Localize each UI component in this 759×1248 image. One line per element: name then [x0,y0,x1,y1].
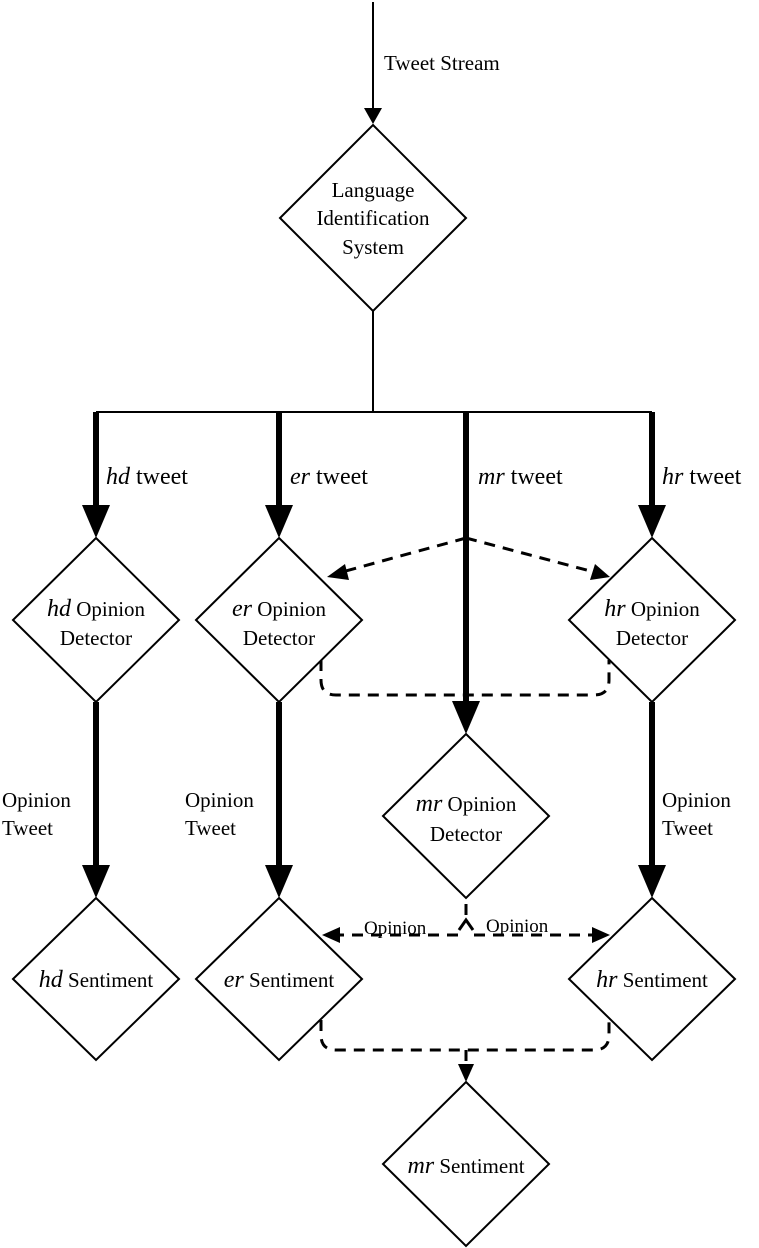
hr-sentiment-label: hr Sentiment [596,967,708,993]
hd-detector-line-1: hd Opinion [47,596,146,622]
hr-opinion-tweet-arrow [638,702,666,898]
hd-detector-line-2: Detector [60,626,132,650]
branch-label-mr: mr tweet [478,464,563,490]
dashed-mr-opinion-to-sentiment [322,904,610,943]
hd-sentiment-diamond [11,896,181,1062]
hd-opinion-tweet-label-2: Tweet [2,816,53,840]
er-sentiment-diamond [194,896,364,1062]
hd-opinion-tweet-arrow [82,702,110,898]
language-id-line-1: Language [332,178,415,202]
split-connector [96,311,652,413]
tweet-stream-arrow [364,2,382,124]
er-opinion-tweet-label-1: Opinion [185,788,254,812]
mr-detector-line-2: Detector [430,822,502,846]
dashed-detectors-to-mr [319,660,611,697]
branch-arrow-hd [82,412,110,538]
mr-sentiment-label: mr Sentiment [407,1153,524,1179]
branch-label-hd: hd tweet [106,464,188,490]
er-detector-line-2: Detector [243,626,315,650]
branch-arrow-hr [638,412,666,538]
dashed-sentiments-to-mr [319,1020,611,1082]
dashed-mr-to-hr-detector [465,536,610,580]
hr-detector-line-2: Detector [616,626,688,650]
dashed-mr-to-er-detector [327,536,467,580]
branch-label-hr: hr tweet [662,464,742,490]
language-id-line-2: Identification [316,206,430,230]
hr-detector-line-1: hr Opinion [604,596,700,622]
er-detector-line-1: er Opinion [232,596,327,622]
hr-opinion-tweet-label-2: Tweet [662,816,713,840]
hr-opinion-tweet-label-1: Opinion [662,788,731,812]
branch-label-er: er tweet [290,464,368,490]
er-sentiment-label: er Sentiment [224,967,335,993]
er-opinion-tweet-label-2: Tweet [185,816,236,840]
er-opinion-tweet-arrow [265,702,293,898]
dashed-opinion-label-left: Opinion [364,918,427,939]
dashed-opinion-label-right: Opinion [486,916,549,937]
mr-detector-line-1: mr Opinion [416,791,517,817]
branch-arrow-mr [452,412,480,734]
mr-opinion-detector-diamond [381,732,551,900]
hd-opinion-tweet-label-1: Opinion [2,788,71,812]
branch-arrow-er [265,412,293,538]
tweet-stream-label: Tweet Stream [384,51,500,75]
hr-sentiment-diamond [567,896,737,1062]
mr-sentiment-diamond [381,1080,551,1248]
hd-sentiment-label: hd Sentiment [39,967,154,993]
language-id-line-3: System [342,235,404,259]
